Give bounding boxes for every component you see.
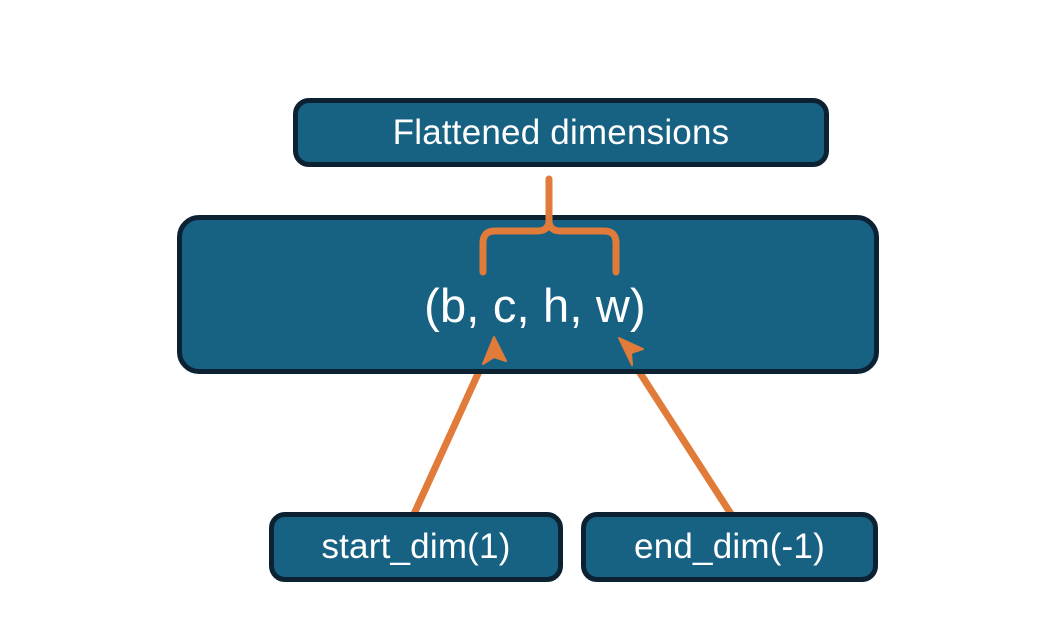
node-end-dim[interactable]: end_dim(-1) xyxy=(581,512,878,582)
node-flattened-dimensions[interactable]: Flattened dimensions xyxy=(293,98,829,167)
node-start-dim-label: start_dim(1) xyxy=(321,527,511,566)
node-end-dim-label: end_dim(-1) xyxy=(634,527,825,566)
node-tensor-shape-label: (b, c, h, w) xyxy=(424,279,646,332)
node-tensor-shape[interactable]: (b, c, h, w) xyxy=(177,215,879,374)
node-flattened-dimensions-label: Flattened dimensions xyxy=(392,112,730,152)
node-start-dim[interactable]: start_dim(1) xyxy=(269,512,563,582)
